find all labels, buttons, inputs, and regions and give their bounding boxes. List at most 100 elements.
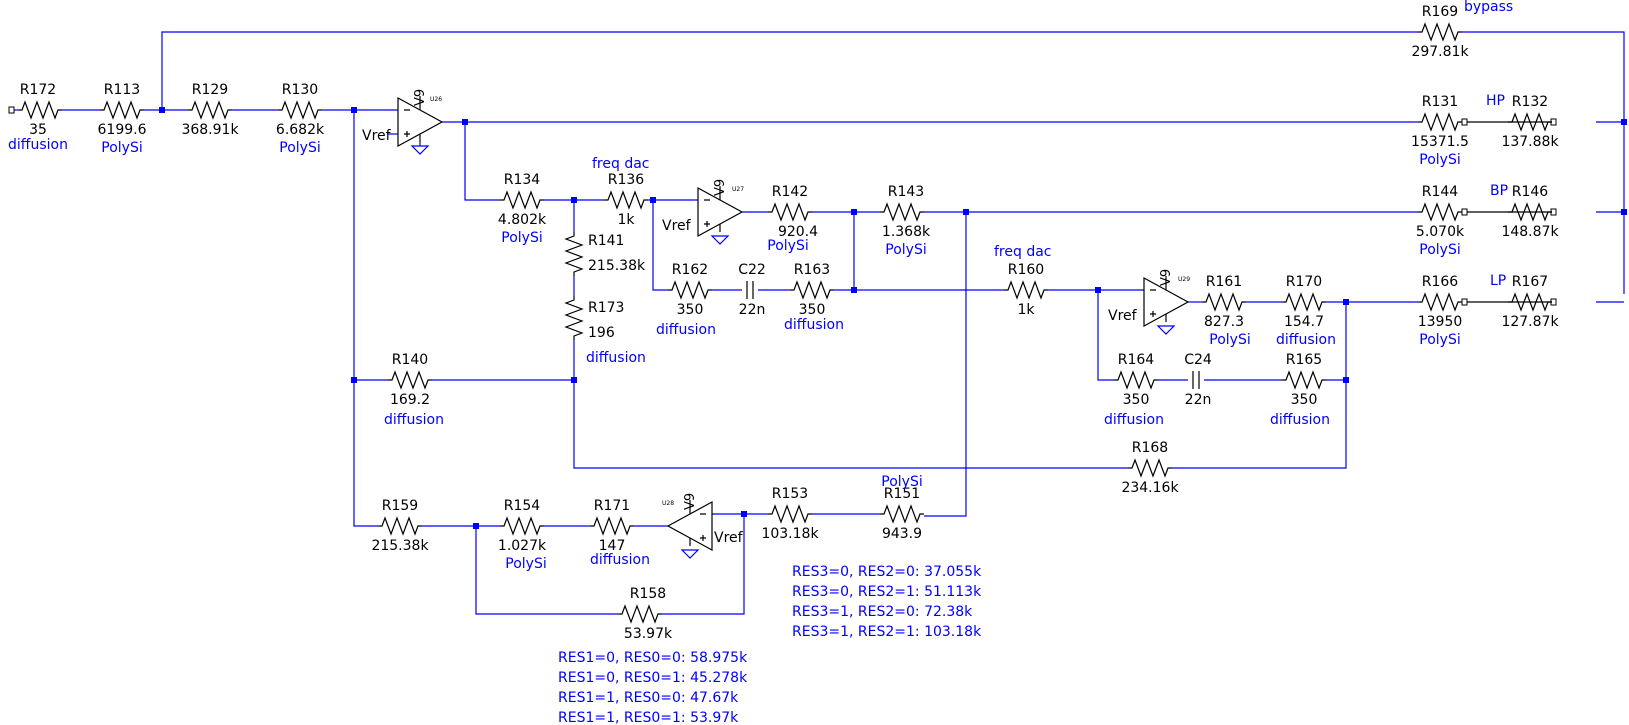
resistor-R159 [378,516,422,536]
label-R136-name: R136 [608,172,645,188]
label-R169-name: R169 [1422,4,1458,20]
label-R159-name: R159 [382,498,418,514]
label-R167-value: 127.87k [1501,314,1559,330]
opamp-U26-name: U26 [430,96,442,103]
port-flags [8,106,1557,306]
resistor-R163 [790,280,834,300]
label-R170-name: R170 [1286,274,1322,290]
res10-note-line: RES1=1, RES0=1: 53.97k [558,710,739,725]
label-R164-value: 350 [1123,392,1150,408]
label-R154-material: PolySi [505,556,546,572]
bypass-label: bypass [1464,0,1513,15]
label-R158-name: R158 [630,586,666,602]
resistor-R129 [188,100,232,120]
port-flag [1461,118,1468,126]
wire [652,200,668,291]
res10-note-line: RES1=1, RES0=0: 47.67k [558,690,739,706]
opamp-U29-vref: Vref [1108,308,1138,324]
res10-note-line: RES1=0, RES0=1: 45.278k [558,670,748,686]
resistor-R153 [768,504,812,524]
resistor-R143 [880,202,924,222]
bp-output-label: BP [1490,183,1508,199]
label-R153-value: 103.18k [761,526,819,542]
wire [924,212,967,517]
label-R113-name: R113 [104,82,140,98]
label-C24-name: C24 [1184,352,1212,368]
label-R146-value: 148.87k [1501,224,1559,240]
junction-dot [351,107,357,113]
capacitor-C22 [746,281,754,299]
junction-dot [351,377,357,383]
label-R154-value: 1.027k [498,538,547,554]
label-R113-value: 6199.6 [98,122,147,138]
label-R134-value: 4.802k [498,212,547,228]
port-flag [1461,298,1468,306]
resistor-R134 [500,190,544,210]
wire [1462,31,1625,294]
label-R140-value: 169.2 [390,392,430,408]
label-C22-name: C22 [738,262,766,278]
junction-dot [741,511,747,517]
label-R146-name: R146 [1512,184,1549,200]
res10-note-line: RES1=0, RES0=0: 58.975k [558,650,748,666]
label-R131-value: 15371.5 [1411,134,1469,150]
resistor-R173 [564,296,584,340]
label-R130-value: 6.682k [276,122,325,138]
resistor-R154 [500,516,544,536]
label-R160-name: R160 [1008,262,1044,278]
junction-dot [1095,287,1101,293]
resistor-R165 [1282,370,1326,390]
port-flag [8,106,15,114]
junction-dot [1343,377,1349,383]
hp-output-label: HP [1486,93,1505,109]
resistor-R162 [668,280,712,300]
res32-note-line: RES3=1, RES2=0: 72.38k [792,604,973,620]
label-R132-name: R132 [1512,94,1548,110]
wire [464,122,500,201]
label-C22-value: 22n [739,302,766,318]
junction-dot [1343,299,1349,305]
label-R163-name: R163 [794,262,830,278]
resistors [18,22,1552,624]
label-R153-name: R153 [772,486,808,502]
resistor-R141 [564,232,584,276]
label-R167-name: R167 [1512,274,1548,290]
label-R162-material: diffusion [656,322,716,338]
junction-dot [851,209,857,215]
label-R161-material: PolySi [1209,332,1250,348]
label-R171-material: diffusion [590,552,650,568]
label-R158-value: 53.97k [624,626,673,642]
junction-dot [851,287,857,293]
resistor-R160 [1004,280,1048,300]
label-R162-name: R162 [672,262,708,278]
resistor-R167 [1508,292,1552,312]
label-R130-name: R130 [282,82,318,98]
label-R164-name: R164 [1118,352,1155,368]
label-R168-value: 234.16k [1121,480,1179,496]
label-R168-name: R168 [1132,440,1168,456]
label-R163-value: 350 [799,302,826,318]
resistor-R172 [18,100,62,120]
label-R173-name: R173 [588,300,624,316]
junction-dot [159,107,165,113]
junction-dot [462,119,468,125]
junctions [159,107,1627,529]
label-R159-value: 215.38k [371,538,429,554]
resistor-R169 [1418,22,1462,42]
label-R141-value: 215.38k [588,258,646,274]
freq-dac-label-2: freq dac [994,244,1052,260]
capacitor-C24 [1192,371,1200,389]
resistor-R142 [768,202,812,222]
wire [1097,290,1114,381]
label-R162-value: 350 [677,302,704,318]
junction-dot [473,523,479,529]
opamp-U27-name: U27 [732,186,744,193]
label-R151-name: R151 [884,486,920,502]
res32-note-line: RES3=0, RES2=0: 37.055k [792,564,982,580]
label-R170-material: diffusion [1276,332,1336,348]
label-R172-value: 35 [29,122,47,138]
label-R140-name: R140 [392,352,428,368]
label-R131-name: R131 [1422,94,1458,110]
resistor-R113 [100,100,144,120]
